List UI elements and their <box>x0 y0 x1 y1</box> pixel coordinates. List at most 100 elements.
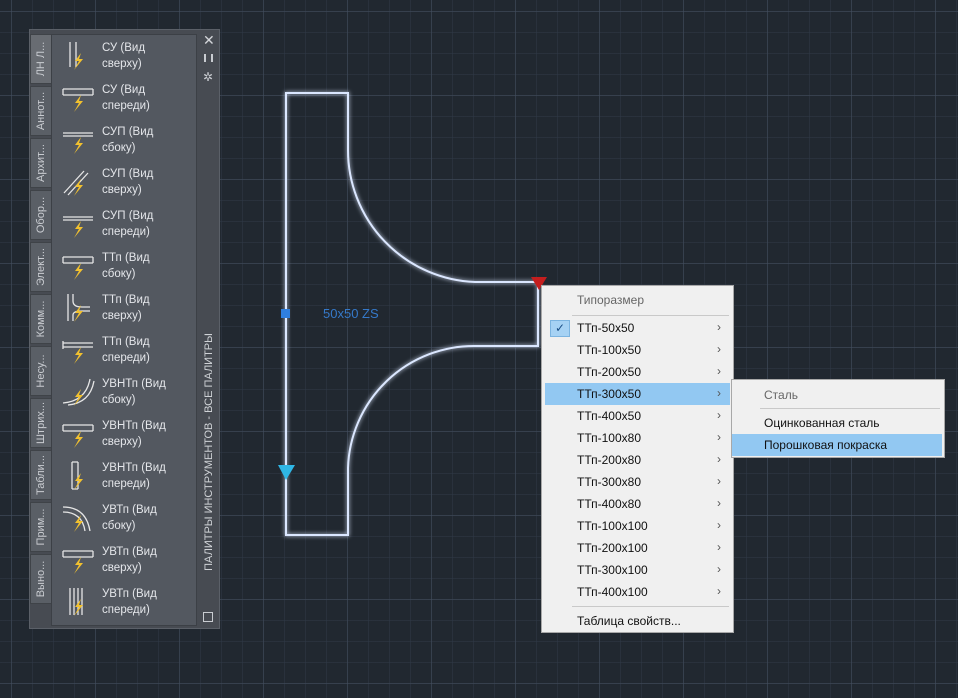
tool-item-label: сверху) <box>102 184 142 196</box>
tool-item-label: СУП (Вид <box>102 126 154 138</box>
menu-item-label: ТТп-200х80 <box>577 453 641 467</box>
endpoint-marker[interactable] <box>531 277 547 290</box>
tool-item-label: ТТп (Вид <box>102 336 150 348</box>
tool-item[interactable]: УВНТп (Вид сверху) <box>52 413 196 455</box>
menu-item-size[interactable]: ТТп-300х80› <box>545 471 730 493</box>
submenu-item[interactable]: Порошковая покраска <box>732 434 942 456</box>
menu-item-label: ТТп-400х50 <box>577 409 641 423</box>
vertical-inner-bend-top-icon <box>62 550 94 574</box>
palette-tab[interactable]: Штрих... <box>30 398 51 448</box>
grip-square[interactable] <box>281 309 290 318</box>
context-menu: Типоразмер ✓ ТТп-50х50› ТТп-100х50› ТТп-… <box>541 285 734 633</box>
palette-tab[interactable]: Аннот... <box>30 86 51 136</box>
tee-front-icon <box>62 341 93 364</box>
tee-side-icon <box>62 256 94 280</box>
size-label: 50x50 ZS <box>323 306 379 321</box>
tee-fitting-outline[interactable] <box>285 92 539 536</box>
palette-menu-icon[interactable] <box>203 612 213 622</box>
tool-item[interactable]: ТТп (Вид спереди) <box>52 329 196 371</box>
menu-separator <box>572 606 729 607</box>
tool-item-label: УВНТп (Вид <box>102 462 166 474</box>
menu-separator <box>760 408 940 409</box>
menu-item-size[interactable]: ТТп-300х100› <box>545 559 730 581</box>
menu-separator <box>572 315 729 316</box>
chevron-right-icon: › <box>717 496 721 510</box>
tool-item-label: сбоку) <box>102 520 136 532</box>
vertical-outer-bend-front-icon <box>71 461 83 490</box>
tool-item[interactable]: УВТп (Вид сбоку) <box>52 497 196 539</box>
palette-tabs: ЛН Л... Аннот... Архит... Обор... Элект.… <box>30 34 51 606</box>
palette-tab[interactable]: Выно... <box>30 554 51 604</box>
tool-item-label: сверху) <box>102 436 142 448</box>
menu-item-label: ТТп-50х50 <box>577 321 635 335</box>
menu-item-label: ТТп-300х50 <box>577 387 641 401</box>
menu-item-label: ТТп-300х80 <box>577 475 641 489</box>
tee-top-icon <box>67 294 90 322</box>
menu-item-size[interactable]: ТТп-400х100 › <box>545 581 730 603</box>
menu-item-size[interactable]: ТТп-400х50 › <box>545 405 730 427</box>
submenu-item[interactable]: Оцинкованная сталь <box>732 412 942 434</box>
palette-title-bar[interactable]: ✕ ✲ ПАЛИТРЫ ИНСТРУМЕНТОВ - ВСЕ ПАЛИТРЫ <box>198 30 220 628</box>
palette-tab[interactable]: Несу... <box>30 346 51 396</box>
tool-item[interactable]: СУП (Вид спереди) <box>52 203 196 245</box>
tool-item[interactable]: СУП (Вид сбоку) <box>52 119 196 161</box>
flip-arrow-grip[interactable] <box>278 465 295 480</box>
menu-item-label: ТТп-400х100 <box>577 585 648 599</box>
tool-item-label: сверху) <box>102 562 142 574</box>
tray-straight-front-icon <box>62 88 94 112</box>
chevron-right-icon: › <box>717 430 721 444</box>
palette-tab[interactable]: Прим... <box>30 502 51 552</box>
menu-item-size[interactable]: ТТп-100х100› <box>545 515 730 537</box>
tool-item-label: спереди) <box>102 352 150 364</box>
menu-item-size[interactable]: ТТп-200х80› <box>545 449 730 471</box>
tool-item-label: сбоку) <box>102 268 136 280</box>
palette-tab[interactable]: Комм... <box>30 294 51 344</box>
vertical-inner-bend-front-icon <box>69 588 83 616</box>
tool-item[interactable]: УВНТп (Вид сбоку) <box>52 371 196 413</box>
menu-item-size[interactable]: ТТп-100х80 › <box>545 427 730 449</box>
tool-item-label: УВТп (Вид <box>102 588 157 600</box>
menu-item-size[interactable]: ТТп-200х50› <box>545 361 730 383</box>
chevron-right-icon: › <box>717 320 721 334</box>
properties-icon[interactable]: ✲ <box>203 70 214 84</box>
menu-item-size[interactable]: ТТп-200х100› <box>545 537 730 559</box>
submenu-item-label: Оцинкованная сталь <box>764 416 880 430</box>
palette-tab[interactable]: Обор... <box>30 190 51 240</box>
property-table-item[interactable]: Таблица свойств... <box>577 614 681 628</box>
menu-item-label: ТТп-300х100 <box>577 563 648 577</box>
tray-diagonal-top-icon <box>63 170 89 196</box>
menu-item-size[interactable]: ТТп-300х50› <box>545 383 730 405</box>
menu-header: Типоразмер <box>577 293 644 307</box>
tool-item-label: УВНТп (Вид <box>102 378 166 390</box>
menu-item-label: ТТп-100х80 <box>577 431 641 445</box>
palette-tab[interactable]: ЛН Л... <box>30 34 51 84</box>
tool-item-label: сбоку) <box>102 394 136 406</box>
menu-item-size[interactable]: ТТп-400х80› <box>545 493 730 515</box>
palette-tab[interactable]: Архит... <box>30 138 51 188</box>
chevron-right-icon: › <box>717 584 721 598</box>
auto-hide-icon[interactable] <box>204 54 213 62</box>
chevron-right-icon: › <box>717 364 721 378</box>
chevron-right-icon: › <box>717 408 721 422</box>
vertical-outer-bend-top-icon <box>62 424 94 448</box>
tool-item-label: СУП (Вид <box>102 210 154 222</box>
tool-item-label: УВТп (Вид <box>102 504 157 516</box>
menu-item-size[interactable]: ТТп-100х50› <box>545 339 730 361</box>
tool-item-label: УВНТп (Вид <box>102 420 166 432</box>
palette-tab[interactable]: Элект... <box>30 242 51 292</box>
menu-item-size[interactable]: ✓ ТТп-50х50› <box>545 317 730 339</box>
palette-tab[interactable]: Табли... <box>30 450 51 500</box>
tool-item-label: спереди) <box>102 226 150 238</box>
close-icon[interactable]: ✕ <box>203 32 215 48</box>
tool-item-label: сбоку) <box>102 142 136 154</box>
